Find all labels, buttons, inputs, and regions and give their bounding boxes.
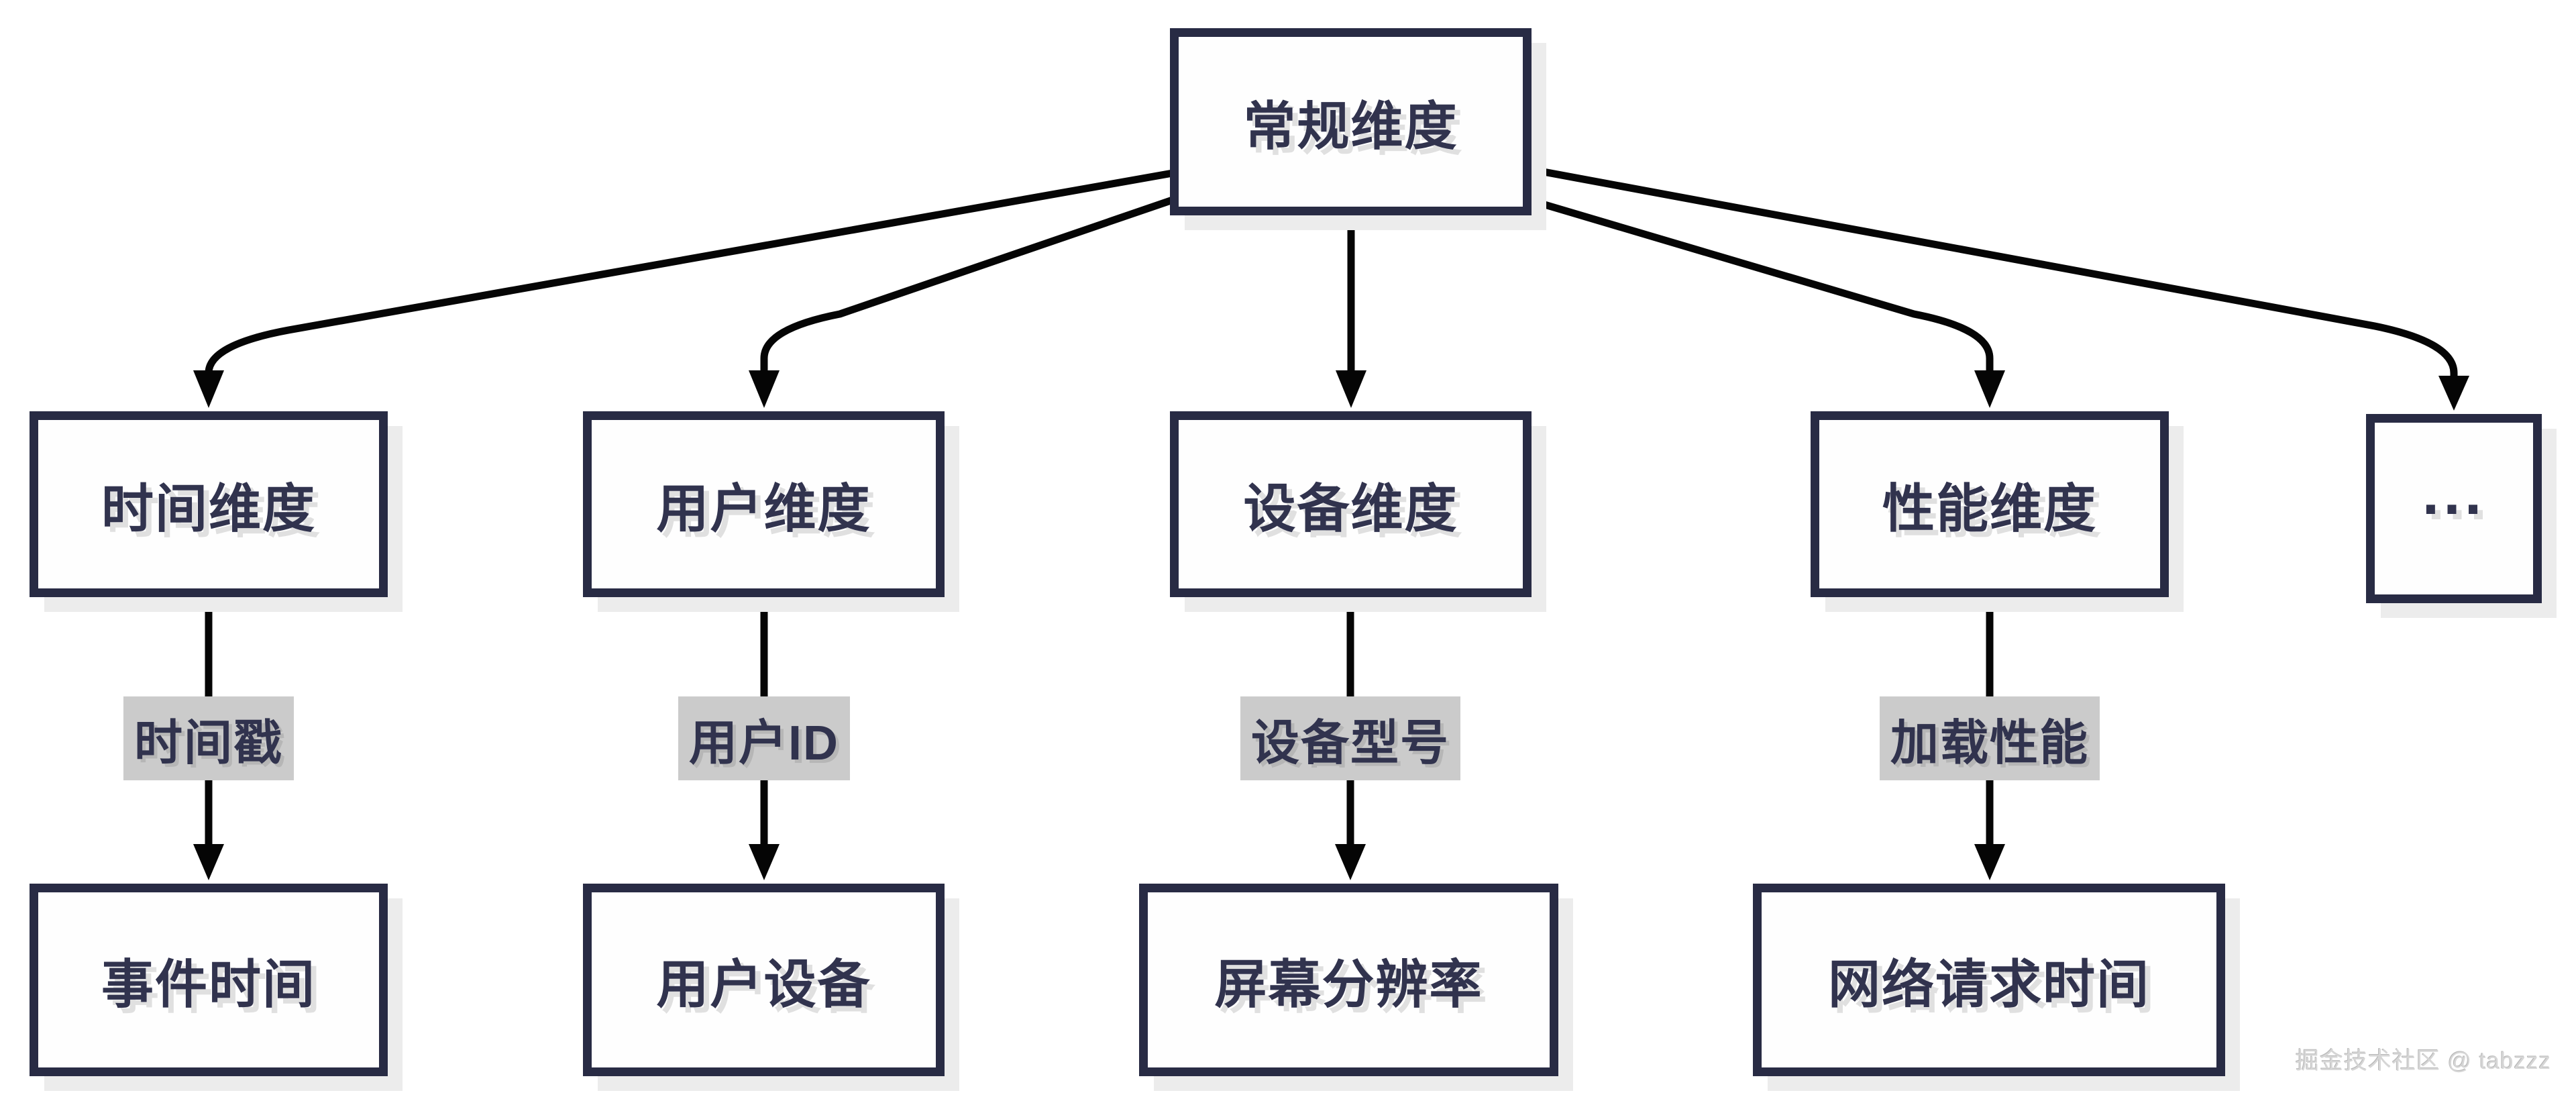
node-network-request-time: 网络请求时间 <box>1753 884 2225 1076</box>
node-user-dimension-label: 用户维度 <box>656 478 871 538</box>
node-user-dimension: 用户维度 <box>583 411 945 597</box>
node-performance-dimension: 性能维度 <box>1811 411 2169 597</box>
arrow-root-to-user-dimension <box>749 196 1174 408</box>
arrow-root-to-performance-dimension <box>1527 196 2005 408</box>
edge-label-loading-performance: 加载性能 <box>1879 696 2100 780</box>
arrowhead-icon <box>193 370 224 408</box>
node-time-dimension: 时间维度 <box>30 411 388 597</box>
arrowhead-icon <box>1974 844 2005 880</box>
node-event-time: 事件时间 <box>30 884 388 1076</box>
node-device-dimension: 设备维度 <box>1170 411 1532 597</box>
watermark: 掘金技术社区 @ tabzzz <box>2295 1048 2551 1074</box>
node-user-device: 用户设备 <box>583 884 945 1076</box>
node-screen-resolution-label: 屏幕分辨率 <box>1214 954 1483 1014</box>
arrow-line <box>205 169 1173 374</box>
node-device-dimension-label: 设备维度 <box>1243 478 1458 538</box>
edge-label-user-id: 用户ID <box>678 696 851 780</box>
arrow-line <box>760 196 1174 373</box>
node-time-dimension-label: 时间维度 <box>101 478 316 538</box>
node-more-dimension: ... <box>2366 414 2542 603</box>
node-network-request-time-label: 网络请求时间 <box>1827 954 2150 1014</box>
node-event-time-label: 事件时间 <box>101 954 316 1014</box>
edge-label-device-model-text: 设备型号 <box>1250 717 1450 770</box>
arrowhead-icon <box>1335 844 1366 880</box>
arrow-line <box>1527 165 2458 377</box>
arrowhead-icon <box>749 370 780 408</box>
arrow-root-to-device-dimension <box>1336 215 1366 408</box>
arrowhead-icon <box>193 844 224 880</box>
node-user-device-label: 用户设备 <box>656 954 871 1014</box>
edge-label-timestamp-text: 时间戳 <box>133 717 284 770</box>
edge-label-device-model: 设备型号 <box>1240 696 1461 780</box>
arrowhead-icon <box>1336 370 1366 408</box>
edge-label-user-id-text: 用户ID <box>688 717 840 770</box>
arrowhead-icon <box>1974 370 2005 408</box>
node-performance-dimension-label: 性能维度 <box>1882 478 2097 538</box>
edge-label-timestamp: 时间戳 <box>123 696 294 780</box>
node-root: 常规维度 <box>1170 28 1532 215</box>
arrowhead-icon <box>749 844 780 880</box>
node-more-dimension-label: ... <box>2422 458 2486 527</box>
edge-label-loading-performance-text: 加载性能 <box>1890 717 2090 770</box>
arrow-root-to-time-dimension <box>193 169 1173 408</box>
arrowhead-icon <box>2438 376 2469 411</box>
node-root-label: 常规维度 <box>1243 96 1458 156</box>
arrow-root-to-more-dimension <box>1527 165 2469 411</box>
arrow-line <box>1527 196 1994 373</box>
node-screen-resolution: 屏幕分辨率 <box>1139 884 1558 1076</box>
